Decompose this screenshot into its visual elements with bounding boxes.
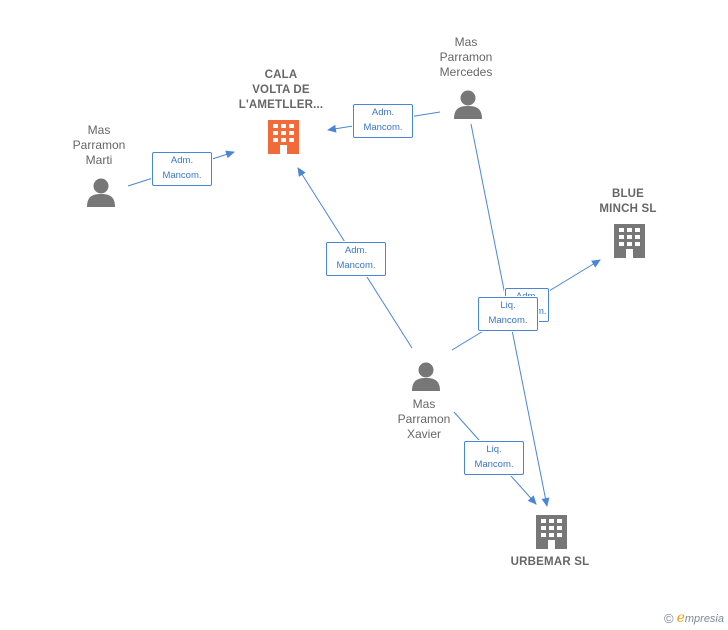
edge-label-mercedes-cala: Adm. Mancom. [353, 104, 413, 138]
building-icon[interactable] [614, 224, 645, 258]
node-label-marti[interactable]: Mas Parramon Marti [72, 123, 126, 167]
person-icon[interactable] [412, 362, 440, 392]
building-icon[interactable] [536, 515, 567, 549]
person-icon[interactable] [454, 90, 482, 120]
edge-label-marti-cala: Adm. Mancom. [152, 152, 212, 186]
node-label-blueminch[interactable]: BLUE MINCH SL [599, 188, 657, 215]
node-label-cala[interactable]: CALA VOLTA DE L'AMETLLER... [238, 69, 324, 111]
empresia-logo[interactable]: © empresia [664, 610, 724, 626]
person-icon[interactable] [87, 178, 115, 208]
edge-label-xavier-cala: Adm. Mancom. [326, 242, 386, 276]
edge-label-xavier-urbemar: Liq. Mancom. [464, 441, 524, 475]
brand-rest: mpresia [684, 613, 724, 625]
node-label-xavier[interactable]: Mas Parramon Xavier [397, 397, 451, 441]
edge-label-xavier-blueminch: Liq. Mancom. [478, 297, 538, 331]
building-icon[interactable] [268, 120, 299, 154]
copyright-symbol: © [663, 610, 674, 626]
node-label-urbemar[interactable]: URBEMAR SL [510, 556, 590, 568]
brand-e: e [676, 610, 685, 626]
node-label-mercedes[interactable]: Mas Parramon Mercedes [439, 35, 493, 79]
